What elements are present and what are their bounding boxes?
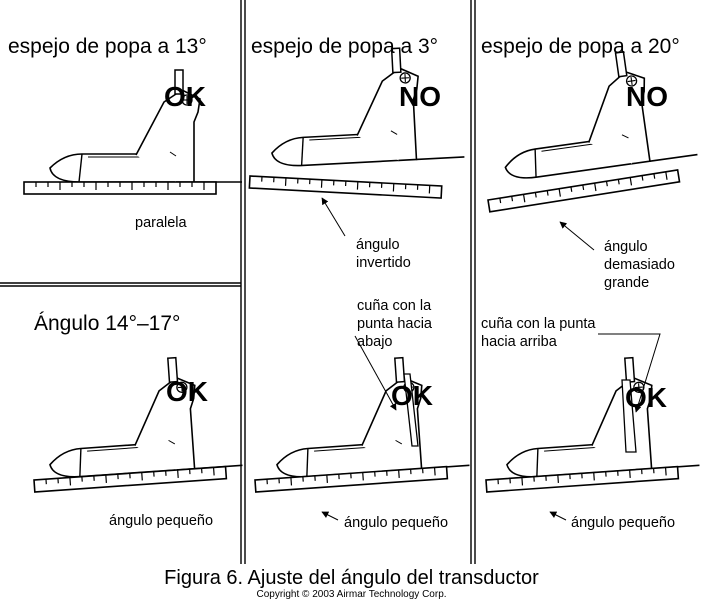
panel-3-note-line2: demasiado: [604, 257, 675, 273]
panel-5-wedge-line3: abajo: [357, 334, 393, 350]
panel-3-note-line1: ángulo: [604, 239, 648, 255]
pointer-arrow: [354, 335, 397, 411]
transducer-drawing-small-angle: [42, 352, 244, 480]
panel-5-wedge-line1: cuña con la: [357, 298, 432, 314]
panel-5-wedge-line2: punta hacia: [357, 316, 432, 332]
transducer-drawing-wedge-down: [269, 352, 471, 480]
panel-6-verdict: OK: [625, 382, 667, 413]
panel-2-note-line1: ángulo: [356, 237, 400, 253]
pointer-arrow: [321, 511, 339, 521]
panel-5-note: ángulo pequeño: [344, 515, 449, 531]
panel-4-title: Ángulo 14°–17°: [34, 312, 181, 335]
pointer-arrow: [598, 333, 661, 413]
panel-5-verdict: OK: [391, 380, 433, 411]
panel-4-verdict: OK: [166, 376, 208, 407]
transducer-drawing-angle-too-large: [490, 42, 699, 183]
level-ruler: [23, 181, 217, 195]
pointer-arrow: [549, 511, 567, 521]
wedge-shim: [403, 373, 419, 447]
level-ruler: [248, 175, 443, 199]
panel-6-note: ángulo pequeño: [571, 515, 676, 531]
panel-3-title: espejo de popa a 20°: [481, 35, 680, 58]
figure-caption: Figura 6. Ajuste del ángulo del transduc…: [164, 567, 539, 589]
panel-2-verdict: NO: [399, 81, 441, 112]
panel-6-wedge-line2: hacia arriba: [481, 334, 557, 350]
copyright-notice: Copyright © 2003 Airmar Technology Corp.: [256, 589, 447, 600]
panel-1-title: espejo de popa a 13°: [8, 35, 207, 58]
pointer-arrow: [559, 221, 595, 251]
panel-grid: [0, 0, 476, 564]
panel-2-title: espejo de popa a 3°: [251, 35, 439, 58]
panel-2-note-line2: invertido: [356, 255, 411, 271]
transducer-drawing-wedge-up: [499, 352, 701, 480]
panel-1-note: paralela: [135, 215, 187, 231]
panel-3-verdict: NO: [626, 81, 668, 112]
wedge-shim: [621, 379, 637, 453]
panel-4-note: ángulo pequeño: [109, 513, 214, 529]
panel-6-wedge-line1: cuña con la punta: [481, 316, 596, 332]
pointer-arrow: [321, 197, 346, 237]
panel-3-note-line3: grande: [604, 275, 650, 291]
transducer-drawing-parallel: [49, 69, 243, 183]
panel-1-verdict: OK: [164, 81, 206, 112]
